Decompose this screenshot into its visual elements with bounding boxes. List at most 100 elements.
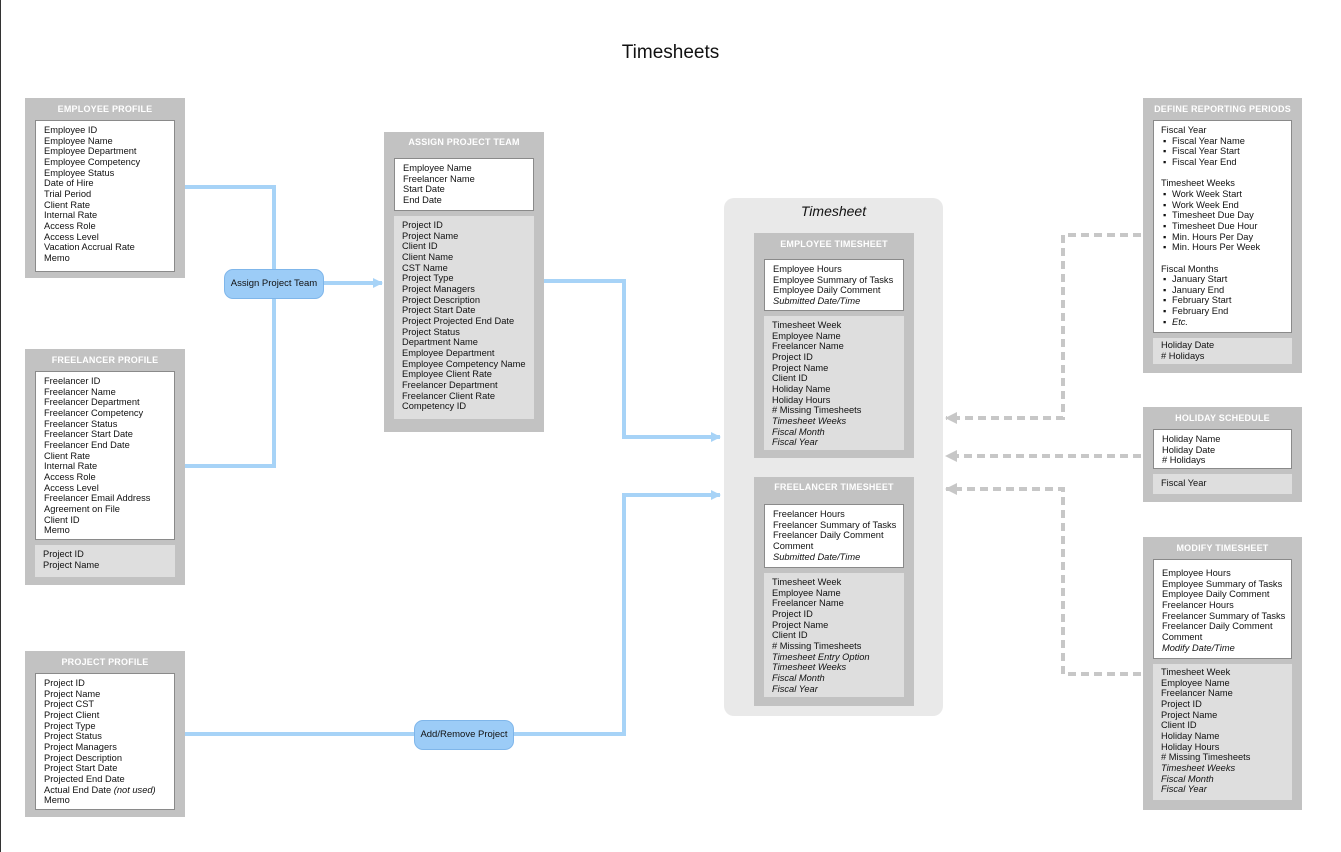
field: Timesheet Entry Option <box>772 651 870 662</box>
field: Employee ID <box>44 125 98 135</box>
freelancer-profile-related: Project ID Project Name <box>35 545 175 577</box>
field: Projected End Date <box>44 773 125 784</box>
employee-profile-fields: Employee ID Employee Name Employee Depar… <box>35 120 175 272</box>
freelancer-timesheet-box: FREELANCER TIMESHEET Freelancer Hours Fr… <box>754 477 914 706</box>
field: Project Type <box>44 720 96 731</box>
field: Etc. <box>1161 317 1283 328</box>
spacer <box>1161 168 1283 179</box>
modify-timesheet-box: MODIFY TIMESHEET Employee Hours Employee… <box>1143 537 1302 810</box>
holiday-schedule-fields: Holiday Name Holiday Date # Holidays <box>1153 429 1292 469</box>
field: Actual End Date (not used) <box>44 784 156 795</box>
field: Employee Daily Comment <box>773 285 881 296</box>
field: Employee Competency <box>44 156 141 167</box>
field: Freelancer ID <box>44 376 101 386</box>
field: Vacation Accrual Rate <box>44 242 135 253</box>
field: Freelancer Summary of Tasks <box>773 519 897 530</box>
field: Client Rate <box>44 450 90 461</box>
field: Project ID <box>43 549 84 559</box>
field: Holiday Name <box>1161 730 1220 741</box>
assign-project-team-action[interactable]: Assign Project Team <box>224 269 324 299</box>
field: # Missing Timesheets <box>772 640 862 651</box>
holiday-schedule-title: HOLIDAY SCHEDULE <box>1175 413 1270 423</box>
field: Employee Competency Name <box>402 358 526 369</box>
employee-timesheet-related: Timesheet Week Employee Name Freelancer … <box>764 316 904 450</box>
field: Internal Rate <box>44 461 98 472</box>
field: Freelancer Start Date <box>44 429 133 440</box>
field: # Holidays <box>1162 455 1206 466</box>
project-profile-box: PROJECT PROFILE Project ID Project Name … <box>25 651 185 817</box>
field: Employee Department <box>402 347 495 358</box>
field: Employee Hours <box>773 264 842 274</box>
field: Project Start Date <box>402 305 476 316</box>
freelancer-timesheet-related: Timesheet Week Employee Name Freelancer … <box>764 573 904 697</box>
field: Project Managers <box>402 283 475 294</box>
field: Project Name <box>402 230 459 241</box>
field: Timesheet Week <box>772 577 842 587</box>
field: Fiscal Year <box>772 683 818 694</box>
field: Freelancer Client Rate <box>402 390 496 401</box>
field: Min. Hours Per Day <box>1161 232 1283 243</box>
field: Fiscal Year <box>772 437 818 448</box>
field: Internal Rate <box>44 210 98 221</box>
field: Submitted Date/Time <box>773 551 861 562</box>
field: Holiday Hours <box>772 394 831 405</box>
define-reporting-periods-title: DEFINE REPORTING PERIODS <box>1154 104 1291 114</box>
page-title: Timesheets <box>621 42 720 63</box>
field: Employee Client Rate <box>402 369 492 380</box>
field: Client ID <box>44 514 80 525</box>
freelancer-profile-title: FREELANCER PROFILE <box>51 355 159 365</box>
field: Freelancer Name <box>772 341 844 352</box>
field: Freelancer Name <box>403 173 475 184</box>
field: Employee Status <box>44 167 115 178</box>
field: Timesheet Week <box>1161 667 1231 677</box>
employee-timesheet-box: EMPLOYEE TIMESHEET Employee Hours Employ… <box>754 233 914 458</box>
field: Project ID <box>402 220 443 230</box>
field: Holiday Name <box>772 383 831 394</box>
field: Project CST <box>44 699 95 710</box>
field: Project Status <box>402 326 460 337</box>
employee-timesheet-fields: Employee Hours Employee Summary of Tasks… <box>764 259 904 311</box>
spacer <box>1161 253 1283 264</box>
field: Access Level <box>44 482 99 493</box>
field: Min. Hours Per Week <box>1161 242 1283 253</box>
field: Holiday Hours <box>1161 741 1220 752</box>
timesheet-title: Timesheet <box>800 203 867 219</box>
field: Fiscal Year <box>1161 478 1207 488</box>
assign-project-team-related: Project ID Project Name Client ID Client… <box>394 216 534 419</box>
modify-timesheet-related: Timesheet Week Employee Name Freelancer … <box>1153 664 1292 800</box>
timesheet-weeks-label: Timesheet Weeks <box>1161 178 1235 189</box>
field: Freelancer Department <box>402 379 498 390</box>
field: Project Status <box>44 731 102 742</box>
field: Trial Period <box>44 188 92 199</box>
field: Holiday Date <box>1161 340 1215 350</box>
define-reporting-periods-fields: Fiscal Year Fiscal Year Name Fiscal Year… <box>1153 120 1292 333</box>
team-to-employee-timesheet-line <box>543 279 721 442</box>
add-remove-project-action[interactable]: Add/Remove Project <box>414 720 514 750</box>
field: Access Level <box>44 231 99 242</box>
fiscal-year-label: Fiscal Year <box>1161 125 1207 135</box>
project-profile-title: PROJECT PROFILE <box>61 657 149 667</box>
field: January Start <box>1161 274 1283 285</box>
field: Start Date <box>403 184 445 195</box>
field: Client ID <box>402 241 438 252</box>
field: Employee Name <box>44 135 113 146</box>
field: Client Rate <box>44 199 90 210</box>
field: Freelancer Hours <box>1162 599 1234 610</box>
field: Fiscal Month <box>772 426 825 437</box>
field: Memo <box>44 252 70 263</box>
field: Client Name <box>402 251 454 262</box>
field: Comment <box>773 540 814 551</box>
assign-project-team-title: ASSIGN PROJECT TEAM <box>408 137 520 147</box>
field: Employee Hours <box>1162 568 1231 578</box>
field: Project ID <box>772 351 813 362</box>
field: Project Type <box>402 273 454 284</box>
field: February End <box>1161 306 1283 317</box>
field: Project Projected End Date <box>402 315 515 326</box>
field: Work Week Start <box>1161 189 1283 200</box>
field: Employee Name <box>1161 677 1230 688</box>
employee-timesheet-title: EMPLOYEE TIMESHEET <box>780 239 888 249</box>
field: Agreement on File <box>44 503 120 514</box>
field: Freelancer Name <box>1161 688 1233 699</box>
field: Project ID <box>772 608 813 619</box>
field: Freelancer Name <box>772 598 844 609</box>
